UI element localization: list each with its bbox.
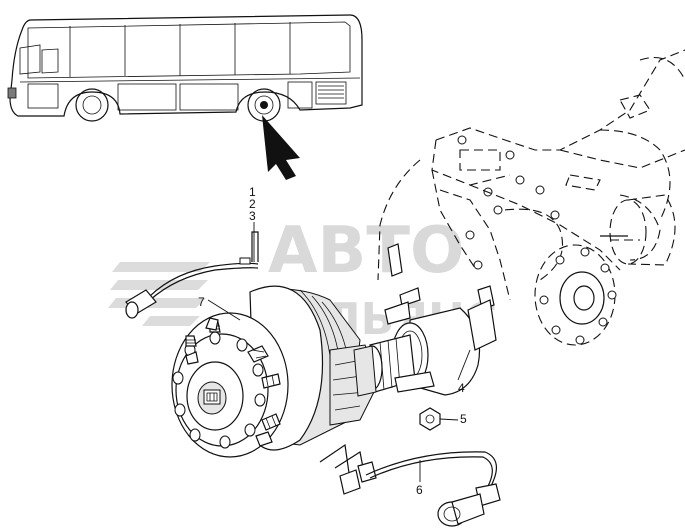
callout-3: 3 xyxy=(249,209,256,223)
differential-flange xyxy=(534,244,617,346)
callout-1: 1 xyxy=(249,185,256,199)
brake-chamber-dashed xyxy=(600,194,676,266)
callout-6: 6 xyxy=(416,483,423,497)
callout-7: 7 xyxy=(198,295,205,309)
brake-cylinder xyxy=(353,299,497,397)
callout-labels: 1 2 3 4 5 6 7 xyxy=(198,185,467,497)
callout-4: 4 xyxy=(458,381,465,395)
callout-5: 5 xyxy=(460,412,467,426)
leader-lines xyxy=(207,222,471,482)
watermark-line1: АВТО xyxy=(268,214,464,288)
pointer-arrow xyxy=(262,115,300,180)
abs-sensor-cable xyxy=(125,231,259,319)
hex-nut xyxy=(419,407,441,431)
axle-housing-dashed xyxy=(377,49,685,301)
wear-sensor-cable xyxy=(319,443,501,527)
wheel-studs xyxy=(185,317,281,447)
bus-illustration xyxy=(7,14,363,122)
callout-2: 2 xyxy=(249,197,256,211)
wheel-hub-assembly xyxy=(171,285,381,458)
